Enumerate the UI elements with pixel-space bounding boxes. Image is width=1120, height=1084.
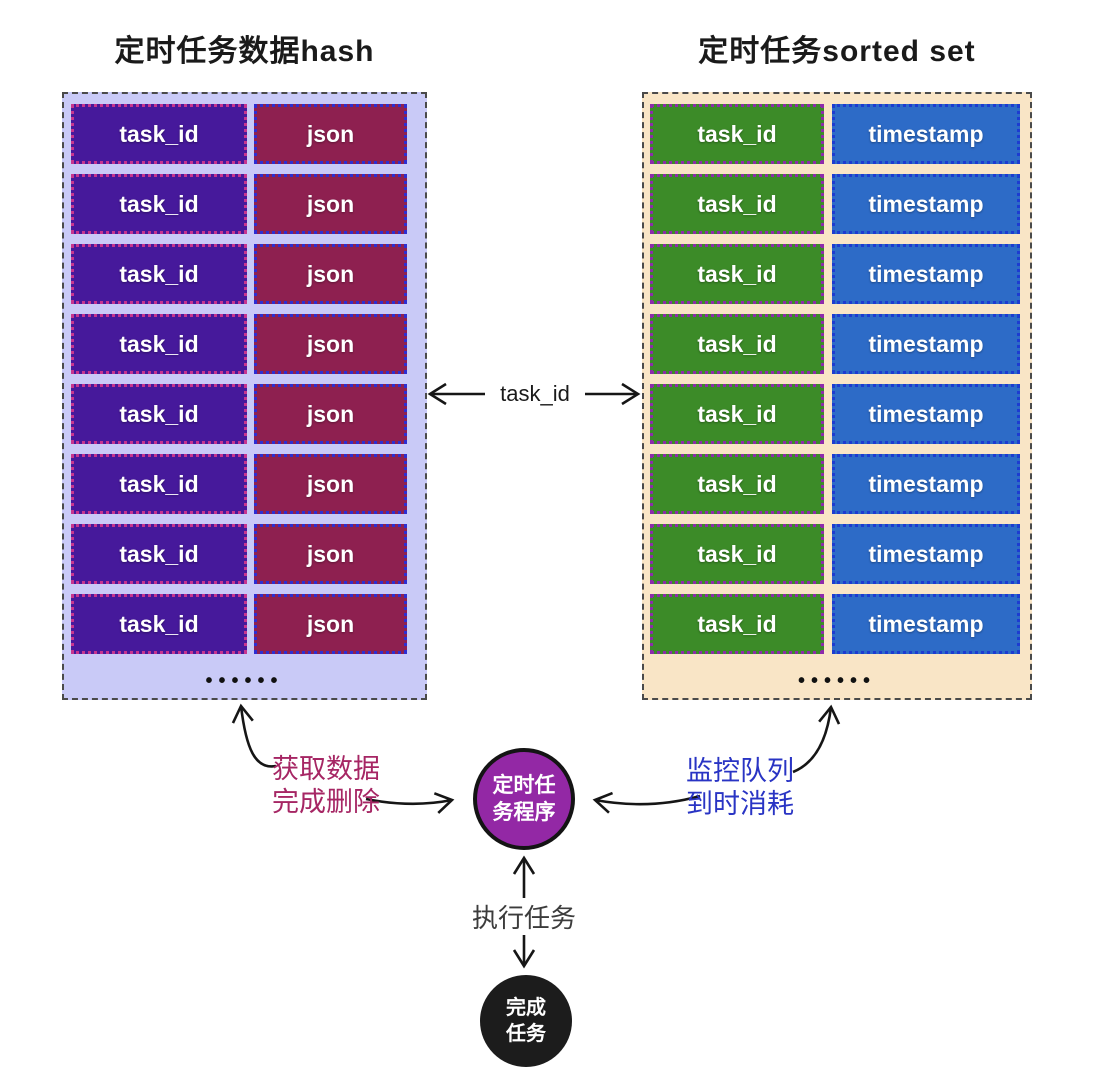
table-row: task_id json: [64, 244, 425, 304]
value-cell: json: [254, 314, 407, 374]
table-row: task_id json: [64, 594, 425, 654]
done-node-line2: 任务: [506, 1023, 546, 1045]
table-row: task_id timestamp: [644, 314, 1030, 374]
monitor-consume-label-line1: 监控队列: [686, 756, 794, 786]
fetch-delete-label-line1: 获取数据: [272, 754, 380, 784]
key-cell: task_id: [650, 174, 824, 234]
key-cell: task_id: [650, 314, 824, 374]
table-row: task_id timestamp: [644, 244, 1030, 304]
value-cell: json: [254, 454, 407, 514]
key-cell: task_id: [71, 454, 247, 514]
value-cell: timestamp: [832, 384, 1020, 444]
sorted-set-panel-title: 定时任务sorted set: [698, 35, 976, 68]
value-cell: timestamp: [832, 104, 1020, 164]
scheduler-node-line2: 务程序: [492, 801, 556, 824]
ellipsis-dots: ••••••: [205, 669, 284, 692]
execute-task-label: 执行任务: [470, 898, 578, 935]
key-cell: task_id: [650, 524, 824, 584]
fetch-delete-label-line2: 完成删除: [272, 787, 380, 817]
hash-panel: task_id json task_id json task_id json t…: [62, 92, 427, 700]
value-cell: json: [254, 104, 407, 164]
table-row: task_id json: [64, 174, 425, 234]
table-row: task_id json: [64, 104, 425, 164]
value-cell: json: [254, 384, 407, 444]
value-cell: timestamp: [832, 594, 1020, 654]
table-row: task_id json: [64, 384, 425, 444]
sorted-set-panel: task_id timestamp task_id timestamp task…: [642, 92, 1032, 700]
done-node-line1: 完成: [506, 997, 546, 1019]
key-cell: task_id: [71, 244, 247, 304]
fetch-delete-label: 获取数据 完成删除: [272, 753, 380, 819]
monitor-consume-label: 监控队列 到时消耗: [686, 755, 794, 821]
key-cell: task_id: [71, 524, 247, 584]
key-cell: task_id: [71, 104, 247, 164]
table-row: task_id timestamp: [644, 174, 1030, 234]
key-cell: task_id: [71, 594, 247, 654]
table-row: task_id timestamp: [644, 594, 1030, 654]
table-row: task_id timestamp: [644, 524, 1030, 584]
hash-panel-title: 定时任务数据hash: [114, 35, 375, 68]
value-cell: json: [254, 594, 407, 654]
value-cell: json: [254, 524, 407, 584]
value-cell: json: [254, 174, 407, 234]
table-row: task_id json: [64, 454, 425, 514]
table-row: task_id timestamp: [644, 104, 1030, 164]
key-cell: task_id: [650, 454, 824, 514]
label-to-sortedset-curve: [792, 704, 841, 774]
task-id-link-label: task_id: [485, 381, 585, 407]
scheduler-to-label-arrow: [592, 791, 701, 814]
ellipsis-dots: ••••••: [797, 669, 876, 692]
key-cell: task_id: [650, 384, 824, 444]
table-row: task_id json: [64, 314, 425, 374]
table-row: task_id timestamp: [644, 384, 1030, 444]
value-cell: json: [254, 244, 407, 304]
key-cell: task_id: [650, 244, 824, 304]
value-cell: timestamp: [832, 174, 1020, 234]
value-cell: timestamp: [832, 524, 1020, 584]
done-node: 完成 任务: [480, 975, 572, 1067]
scheduler-node: 定时任 务程序: [473, 748, 575, 850]
value-cell: timestamp: [832, 244, 1020, 304]
key-cell: task_id: [71, 314, 247, 374]
value-cell: timestamp: [832, 454, 1020, 514]
table-row: task_id timestamp: [644, 454, 1030, 514]
monitor-consume-label-line2: 到时消耗: [686, 789, 794, 819]
key-cell: task_id: [650, 594, 824, 654]
key-cell: task_id: [650, 104, 824, 164]
value-cell: timestamp: [832, 314, 1020, 374]
table-row: task_id json: [64, 524, 425, 584]
key-cell: task_id: [71, 174, 247, 234]
key-cell: task_id: [71, 384, 247, 444]
hash-to-label-curve: [231, 703, 277, 768]
scheduler-node-line1: 定时任: [492, 774, 556, 797]
